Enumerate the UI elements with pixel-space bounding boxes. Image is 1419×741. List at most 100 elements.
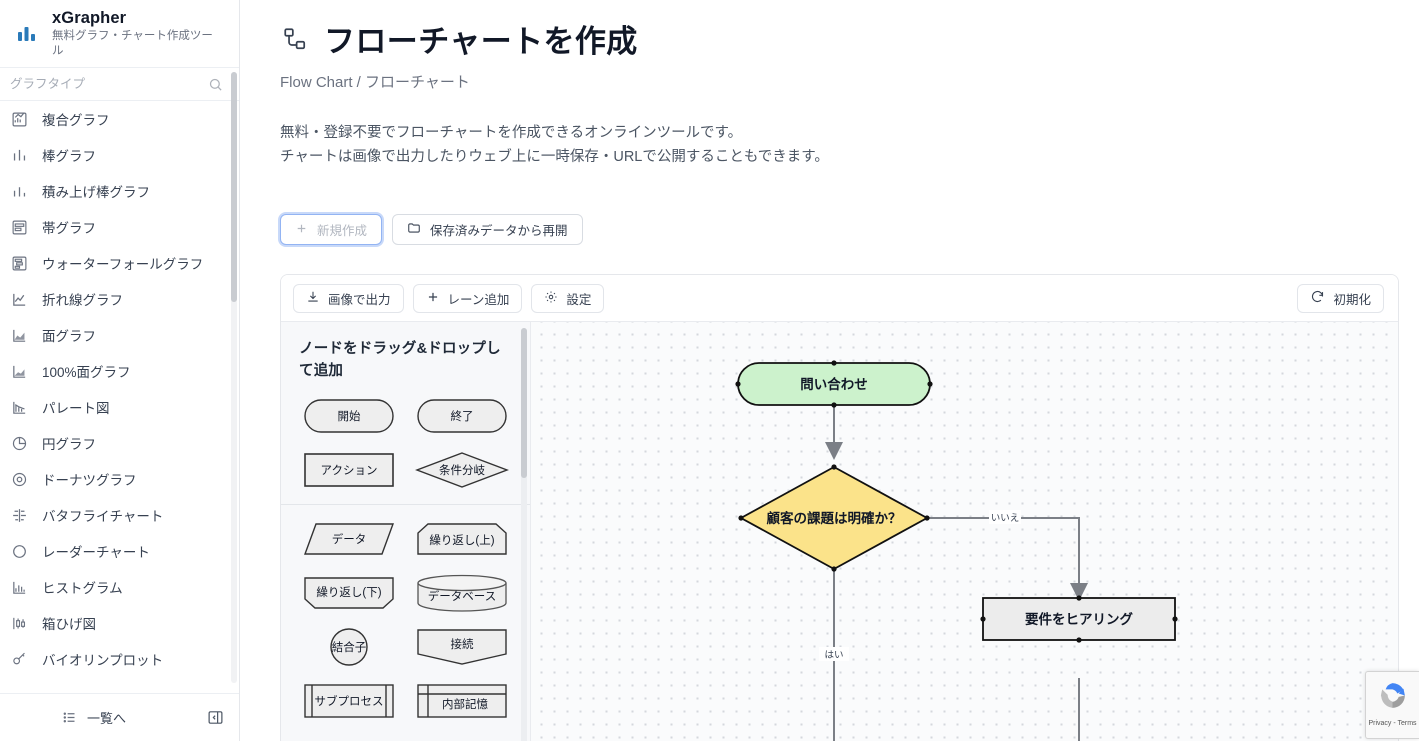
search-input[interactable] (10, 77, 160, 91)
node-handle-left[interactable] (735, 381, 741, 387)
flowchart-icon (280, 24, 310, 54)
sidebar-search[interactable] (0, 68, 239, 101)
sidebar-item-label: 100%面グラフ (42, 365, 131, 380)
brand-subtitle: 無料グラフ・チャート作成ツール (52, 29, 213, 57)
editor-body: ノードをドラッグ&ドロップして追加 開始 終了 (281, 322, 1398, 741)
pie-chart-icon (10, 434, 28, 452)
sidebar-list-link[interactable]: 一覧へ (60, 708, 126, 727)
node-handle-bottom[interactable] (831, 402, 837, 408)
export-image-button[interactable]: 画像で出力 (293, 283, 404, 313)
palette-scrollbar-thumb[interactable] (521, 328, 527, 478)
sidebar-item-histogram[interactable]: ヒストグラム (0, 569, 239, 605)
palette-node-action[interactable]: アクション (299, 450, 400, 490)
reopen-saved-label: 保存済みデータから再開 (430, 224, 568, 238)
node-handle-left[interactable] (980, 616, 986, 622)
sidebar-item-stacked-bar-chart[interactable]: 積み上げ棒グラフ (0, 173, 239, 209)
search-icon[interactable] (208, 77, 223, 92)
node-handle-top[interactable] (831, 464, 837, 470)
node-inquiry[interactable]: 問い合わせ (735, 360, 933, 408)
palette-scrollbar[interactable] (521, 328, 527, 741)
sidebar-footer: 一覧へ (0, 693, 239, 741)
edge-label-bg (989, 510, 1021, 524)
sidebar-nav: 複合グラフ 棒グラフ 積み上げ棒グラフ (0, 101, 239, 693)
palette-node-label: アクション (321, 464, 378, 477)
palette-grid-secondary: データ 繰り返し(上) 繰り返し(下) (299, 519, 512, 721)
boxplot-icon (10, 614, 28, 632)
sidebar-item-band-chart[interactable]: 帯グラフ (0, 209, 239, 245)
palette-node-label: データ (332, 532, 367, 546)
sidebar-item-combo-chart[interactable]: 複合グラフ (0, 101, 239, 137)
palette-node-label: 終了 (450, 409, 473, 423)
palette-node-data[interactable]: データ (299, 519, 400, 559)
node-label: 問い合わせ (800, 376, 868, 392)
palette-node-end[interactable]: 終了 (412, 396, 513, 436)
palette-node-internal-storage[interactable]: 内部記憶 (412, 681, 513, 721)
sidebar-item-area-chart[interactable]: 面グラフ (0, 317, 239, 353)
palette-node-connector[interactable]: 結合子 (299, 627, 400, 667)
sidebar-item-label: 棒グラフ (42, 149, 96, 164)
palette-node-label: 繰り返し(上) (429, 533, 494, 547)
palette-node-loop-bottom[interactable]: 繰り返し(下) (299, 573, 400, 613)
sidebar-item-waterfall-chart[interactable]: ウォーターフォールグラフ (0, 245, 239, 281)
node-handle-bottom[interactable] (1076, 637, 1082, 643)
brand-title: xGrapher (52, 8, 127, 27)
sidebar-scrollbar[interactable] (231, 72, 237, 683)
node-handle-right[interactable] (1172, 616, 1178, 622)
action-row: 新規作成 保存済みデータから再開 (280, 214, 1399, 245)
node-handle-top[interactable] (1076, 595, 1082, 601)
page-header: フローチャートを作成 (280, 0, 1399, 61)
flowchart-editor: 画像で出力 レーン追加 設定 (280, 274, 1399, 741)
page-subtitle: Flow Chart / フローチャート (280, 74, 470, 91)
new-chart-button[interactable]: 新規作成 (280, 214, 383, 245)
palette-node-subprocess[interactable]: サブプロセス (299, 681, 400, 721)
sidebar-item-boxplot[interactable]: 箱ひげ図 (0, 605, 239, 641)
sidebar-item-pareto-chart[interactable]: パレート図 (0, 389, 239, 425)
node-handle-bottom[interactable] (831, 566, 837, 572)
flowchart-canvas[interactable]: いいえ はい 問い合わせ (531, 322, 1398, 741)
palette-node-loop-top[interactable]: 繰り返し(上) (412, 519, 513, 559)
line-chart-icon (10, 290, 28, 308)
sidebar-item-line-chart[interactable]: 折れ線グラフ (0, 281, 239, 317)
reset-button[interactable]: 初期化 (1297, 283, 1384, 313)
reopen-saved-button[interactable]: 保存済みデータから再開 (392, 214, 583, 245)
node-requirements-hearing[interactable]: 要件をヒアリング (980, 595, 1178, 643)
sidebar-item-label: 積み上げ棒グラフ (42, 185, 150, 200)
palette-grid-primary: 開始 終了 アクション (299, 396, 512, 490)
sidebar-item-violin-plot[interactable]: バイオリンプロット (0, 641, 239, 677)
sidebar-item-butterfly-chart[interactable]: バタフライチャート (0, 497, 239, 533)
brand-header[interactable]: xGrapher 無料グラフ・チャート作成ツール (0, 0, 239, 68)
refresh-icon (1310, 289, 1325, 307)
recaptcha-badge[interactable]: Privacy - Terms (1365, 671, 1419, 739)
editor-toolbar: 画像で出力 レーン追加 設定 (281, 275, 1398, 322)
node-handle-top[interactable] (831, 360, 837, 366)
sidebar-item-percent-area-chart[interactable]: 100%面グラフ (0, 353, 239, 389)
sidebar-scrollbar-thumb[interactable] (231, 72, 237, 302)
sidebar-item-label: 複合グラフ (42, 113, 110, 128)
palette-node-condition[interactable]: 条件分岐 (412, 450, 513, 490)
edge-label-bg (819, 647, 849, 661)
sidebar-item-pie-chart[interactable]: 円グラフ (0, 425, 239, 461)
sidebar-item-bar-chart[interactable]: 棒グラフ (0, 137, 239, 173)
edge-decision-to-hearing[interactable]: いいえ (927, 510, 1088, 601)
node-handle-left[interactable] (738, 515, 744, 521)
sidebar-item-label: パレート図 (42, 401, 110, 416)
panel-collapse-icon[interactable] (205, 708, 225, 728)
node-handle-right[interactable] (924, 515, 930, 521)
palette-node-start[interactable]: 開始 (299, 396, 400, 436)
settings-button[interactable]: 設定 (531, 283, 605, 313)
sidebar-item-label: バタフライチャート (42, 509, 164, 524)
palette-node-label: 条件分岐 (439, 463, 485, 477)
violin-plot-icon (10, 650, 28, 668)
sidebar-item-donut-chart[interactable]: ドーナツグラフ (0, 461, 239, 497)
add-lane-button[interactable]: レーン追加 (412, 283, 523, 313)
edge-decision-yes[interactable]: はい (819, 569, 849, 741)
bar-chart-icon (10, 146, 28, 164)
sidebar-item-radar-chart[interactable]: レーダーチャート (0, 533, 239, 569)
stacked-bar-chart-icon (10, 182, 28, 200)
node-decision-clear-issue[interactable]: 顧客の課題は明確か？ (738, 464, 930, 572)
palette-node-database[interactable]: データベース (412, 573, 513, 613)
band-chart-icon (10, 218, 28, 236)
palette-node-connection[interactable]: 接続 (412, 627, 513, 667)
node-handle-right[interactable] (927, 381, 933, 387)
plus-icon (295, 222, 308, 238)
